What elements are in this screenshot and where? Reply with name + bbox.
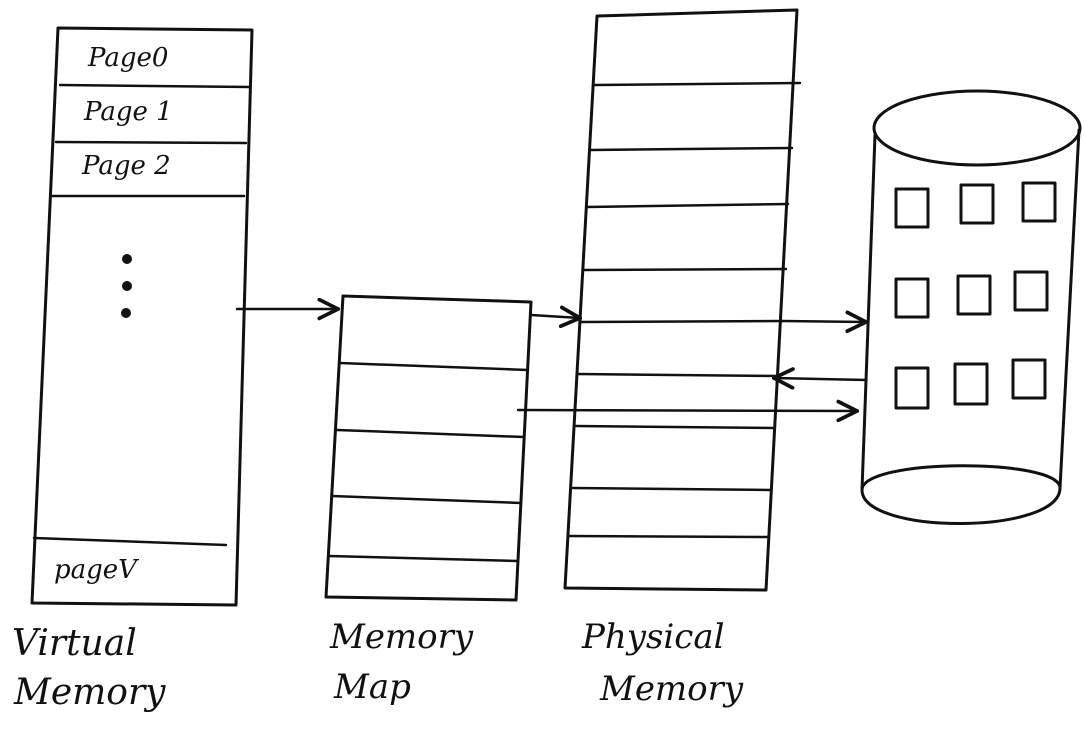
map-divider xyxy=(337,430,524,437)
frame-divider xyxy=(569,536,768,537)
disk-block xyxy=(961,185,993,223)
physical-memory-label: Physical Memory xyxy=(581,617,744,709)
frame-divider xyxy=(581,321,782,322)
map-divider xyxy=(329,556,518,561)
disk-block xyxy=(958,276,990,314)
disk-storage-icon xyxy=(862,91,1080,524)
disk-block xyxy=(1013,360,1045,398)
disk-block xyxy=(896,279,928,317)
arrow-map-to-physical xyxy=(531,315,580,318)
physical-memory-outline xyxy=(565,10,797,590)
virtual-memory-block: Page0 Page 1 Page 2 pageV xyxy=(32,28,252,605)
memory-map-label-line1: Memory xyxy=(329,617,474,657)
memory-map-label-line2: Map xyxy=(333,667,411,707)
frame-divider xyxy=(578,374,779,376)
page-v-label: pageV xyxy=(54,555,139,585)
page-divider xyxy=(60,85,250,87)
page-1-label: Page 1 xyxy=(83,97,173,127)
disk-blocks xyxy=(896,183,1055,408)
physical-memory-label-line2: Memory xyxy=(599,669,744,709)
disk-bottom xyxy=(862,466,1060,524)
frame-divider xyxy=(590,148,792,150)
frame-divider xyxy=(595,83,800,85)
disk-block xyxy=(955,364,987,404)
frame-divider xyxy=(573,488,771,490)
frame-divider xyxy=(587,204,788,207)
arrow-physical-to-disk xyxy=(782,321,866,322)
page-2-label: Page 2 xyxy=(81,151,171,181)
arrow-map-to-disk xyxy=(518,410,857,411)
disk-block xyxy=(1023,183,1055,221)
memory-map-outline xyxy=(326,296,531,600)
virtual-memory-label-line1: Virtual xyxy=(12,623,137,664)
physical-memory-label-line1: Physical xyxy=(581,617,725,657)
memory-map-block xyxy=(326,296,531,600)
map-divider xyxy=(340,363,528,370)
memory-map-label: Memory Map xyxy=(329,617,474,707)
disk-top xyxy=(874,91,1080,165)
disk-side-right xyxy=(1060,130,1079,488)
arrow-disk-to-physical xyxy=(774,378,866,380)
ellipsis-dots xyxy=(121,254,132,318)
virtual-memory-label: Virtual Memory xyxy=(12,623,166,713)
frame-divider xyxy=(584,269,786,270)
virtual-memory-label-line2: Memory xyxy=(13,672,166,713)
map-divider xyxy=(332,496,521,503)
disk-side-left xyxy=(862,135,875,490)
disk-block xyxy=(896,189,928,227)
page-0-label: Page0 xyxy=(87,43,168,73)
disk-block xyxy=(896,368,928,408)
frame-divider xyxy=(576,426,775,428)
page-divider xyxy=(56,142,246,143)
disk-block xyxy=(1015,272,1047,310)
page-divider xyxy=(34,538,226,545)
physical-memory-block xyxy=(565,10,800,590)
